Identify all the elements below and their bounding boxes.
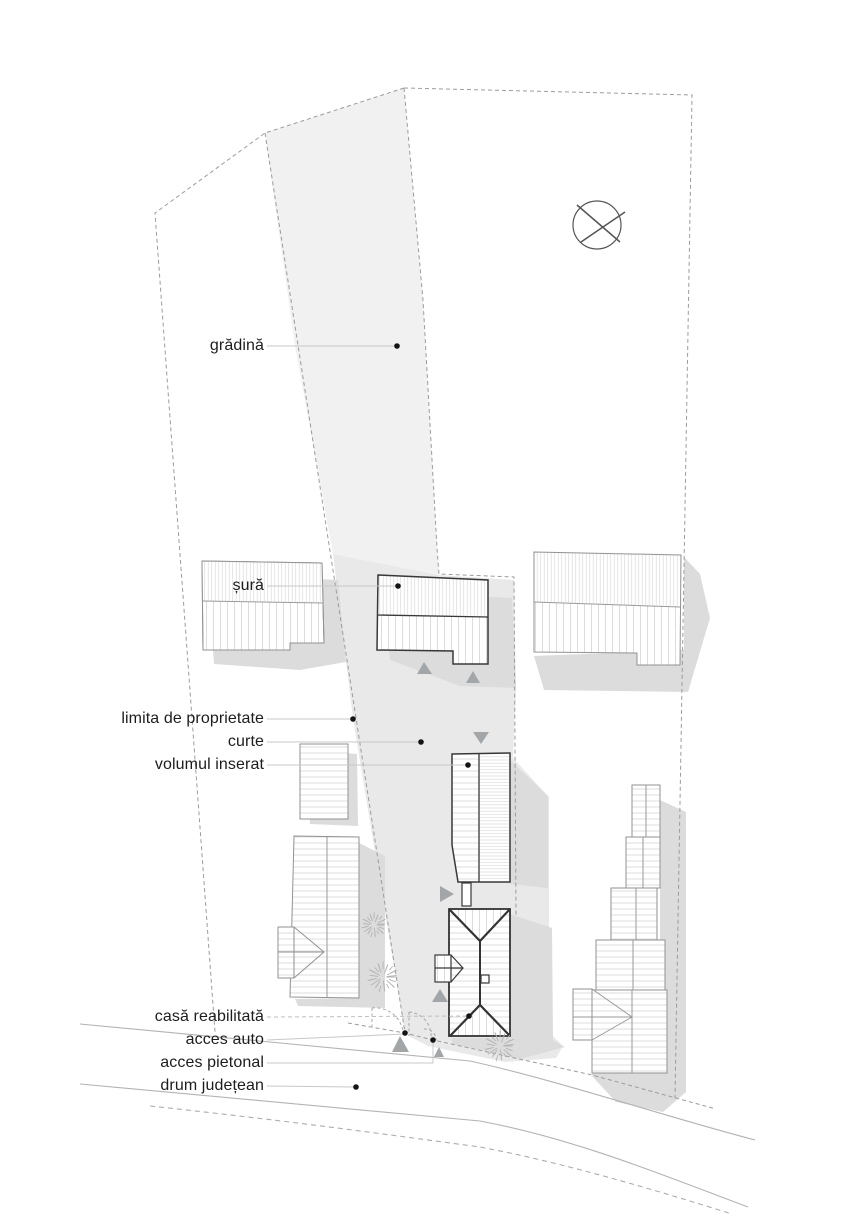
- label-gradina: grădină: [210, 335, 264, 357]
- building-sura: [376, 574, 489, 665]
- arrow-up: [417, 662, 432, 674]
- building-annex-small: [299, 743, 349, 820]
- building-house-top-right: [533, 551, 682, 666]
- crossed-circle-marker: [572, 200, 626, 250]
- garden-area: [265, 88, 439, 575]
- boundary-left-outer: [154, 87, 405, 1033]
- label-casa-text: casă reabilitată: [154, 1008, 264, 1025]
- label-acces-auto-text: acces auto: [185, 1031, 264, 1048]
- building-house-right-stepped: [572, 784, 668, 1074]
- building-inserted-volume: [451, 752, 511, 907]
- tree-symbol: [484, 1030, 515, 1062]
- label-limita-de-proprietate: limita de proprietate: [121, 708, 264, 730]
- tree-symbol: [367, 961, 398, 993]
- gate-swing-arcs: [371, 1007, 437, 1041]
- boundary-garden-right: [403, 87, 517, 917]
- label-drum-judetean: drum județean: [160, 1075, 264, 1097]
- label-drum-text: drum județean: [160, 1077, 264, 1094]
- arrow-down: [473, 732, 489, 744]
- arrow-up: [432, 989, 448, 1002]
- direction-arrows: [392, 662, 489, 1057]
- building-house-left: [277, 835, 360, 999]
- label-limita-text: limita de proprietate: [121, 710, 264, 727]
- connector-link: [461, 882, 472, 907]
- arrow-up-small: [434, 1047, 444, 1057]
- label-marker-dots: [350, 343, 472, 1090]
- gable-hip-lines: [435, 954, 464, 983]
- arrow-up-large: [392, 1036, 409, 1052]
- building-barn-left: [201, 560, 325, 651]
- label-curte-text: curte: [227, 733, 264, 750]
- road-edge-dashed: [149, 1105, 733, 1215]
- label-volumul-text: volumul inserat: [154, 756, 264, 773]
- gable-hip-lines: [573, 988, 633, 1041]
- arrow-right: [440, 886, 454, 902]
- building-rehabilitated-house: [434, 908, 511, 1037]
- arrow-up: [466, 671, 480, 683]
- label-acces-auto: acces auto: [186, 1029, 264, 1051]
- label-acces-pietonal: acces pietonal: [160, 1052, 264, 1074]
- label-volumul-inserat: volumul inserat: [155, 754, 264, 776]
- label-casa-reabilitata: casă reabilitată: [155, 1006, 264, 1028]
- roof-ridges: [631, 785, 647, 1073]
- roof-ridge: [376, 614, 489, 618]
- chimney: [480, 974, 490, 984]
- gable-porch: [572, 988, 593, 1041]
- boundary-left-inner: [264, 132, 406, 1034]
- roof-ridge: [202, 600, 324, 604]
- label-curte: curte: [228, 731, 264, 753]
- label-leaders: [266, 345, 470, 1088]
- tree-symbol: [361, 912, 386, 938]
- label-sura-text: șură: [232, 577, 264, 594]
- label-gradina-text: grădină: [209, 337, 264, 354]
- label-sura: șură: [232, 575, 264, 597]
- label-acces-pietonal-text: acces pietonal: [160, 1054, 264, 1071]
- gable-hip-lines: [278, 926, 325, 979]
- roof-ridge: [533, 601, 681, 608]
- boundary-top-right: [403, 87, 693, 1099]
- road-edge-upper: [79, 1023, 756, 1141]
